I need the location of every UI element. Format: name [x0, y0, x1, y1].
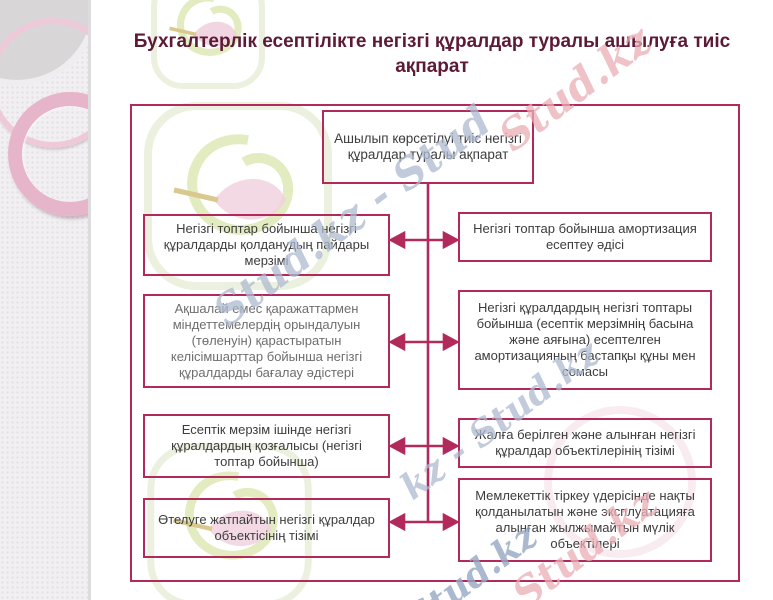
diagram-left-box-3: Есептік мерзім ішінде негізгі құралдарды…	[143, 414, 390, 478]
diagram-right-box-1: Негізгі топтар бойынша амортизация есепт…	[458, 212, 712, 262]
diagram-left-box-2: Ақшалай емес қаражаттармен міндеттемелер…	[143, 294, 390, 388]
diagram-right-box-4: Мемлекеттік тіркеу үдерісінде нақты қолд…	[458, 478, 712, 562]
diagram-left-box-4: Өтелуге жатпайтын негізгі құралдар объек…	[143, 498, 390, 558]
diagram-root-box: Ашылып көрсетілуі тиіс негізгі құралдар …	[322, 110, 534, 184]
decorative-side-band	[0, 0, 91, 600]
diagram-right-box-3: Жалға берілген және алынған негізгі құра…	[458, 418, 712, 468]
diagram-outer-frame	[130, 104, 740, 582]
diagram-right-box-2: Негізгі құралдардың негізгі топтары бойы…	[458, 290, 712, 390]
diagram-left-box-1: Негізгі топтар бойынша негізгі құралдард…	[143, 214, 390, 276]
page-title: Бухгалтерлік есептілікте негізгі құралда…	[133, 31, 731, 77]
